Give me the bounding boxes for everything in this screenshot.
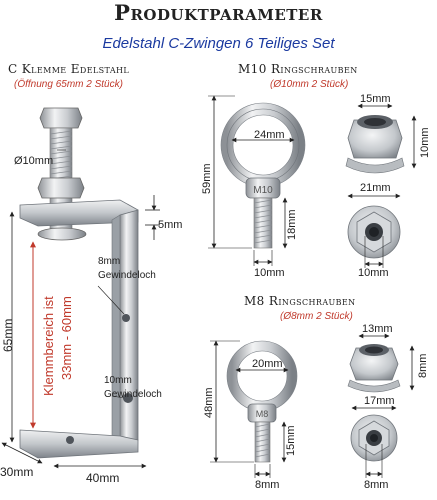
m8-nut-side-dimensions — [358, 333, 415, 391]
clamp-width: 40mm — [86, 471, 120, 485]
m10-nut-flange: 21mm — [360, 182, 391, 194]
m8-nut-top-width: 13mm — [362, 323, 393, 335]
clamp-hole-top-label: 8mm Gewindeloch — [98, 256, 156, 281]
m8-nut-height: 8mm — [417, 353, 429, 378]
m10-eye-bolt: M10 — [220, 102, 306, 249]
m10-thread-diameter: 10mm — [254, 267, 285, 279]
clamp-note: (Öffnung 65mm 2 Stück) — [14, 79, 123, 90]
c-clamp-illustration — [19, 107, 139, 459]
lock-nut — [37, 177, 85, 199]
m10-nut-top-width: 15mm — [360, 93, 391, 105]
hole-10mm — [123, 393, 133, 403]
m8-nut-flange: 17mm — [364, 395, 395, 407]
m10-nut-flange-dimensions — [347, 193, 401, 268]
m8-mark: M8 — [256, 409, 269, 419]
m10-nut-bore: 10mm — [358, 267, 389, 279]
m8-nut-flange — [350, 414, 398, 462]
hole-8mm — [122, 314, 130, 322]
clamp-height: 65mm — [1, 318, 15, 352]
m8-nut-flange-dimensions — [351, 405, 397, 478]
m10-mark: M10 — [253, 185, 273, 196]
m10-thread-length: 18mm — [286, 209, 298, 240]
clamp-depth: 30mm — [0, 465, 34, 479]
clamp-range-label: Klemmbereich ist — [41, 296, 56, 396]
m10-nut-height: 10mm — [419, 127, 431, 158]
m8-dimensions — [210, 340, 289, 478]
m8-thread-length: 15mm — [285, 425, 297, 456]
m8-ring-width: 20mm — [252, 358, 283, 370]
m10-note: (Ø10mm 2 Stück) — [270, 79, 349, 90]
clamp-bolt-diameter: Ø10mm — [14, 155, 54, 167]
page-subtitle: Edelstahl C-Zwingen 6 Teiliges Set — [102, 35, 335, 52]
page-title: Produktparameter — [114, 0, 323, 25]
m10-nut-side-dimensions — [357, 103, 417, 169]
m10-nut-side — [345, 115, 405, 174]
m8-thread-diameter: 8mm — [255, 479, 280, 491]
m8-note: (Ø8mm 2 Stück) — [280, 311, 353, 322]
m8-total-height: 48mm — [203, 387, 215, 418]
clamp-hole-bottom-label: 10mm Gewindeloch — [104, 375, 162, 400]
bolt-head — [39, 107, 83, 129]
swivel-pad — [37, 227, 87, 241]
m10-dimensions — [208, 95, 295, 266]
m8-heading: M8 Ringschrauben — [244, 294, 356, 308]
clamp-dim-top: 5mm — [158, 219, 183, 231]
clamp-dimensions — [1, 149, 160, 469]
m10-heading: M10 Ringschrauben — [238, 62, 358, 76]
clamp-back — [119, 209, 139, 449]
m8-eye-bolt: M8 — [226, 340, 298, 463]
clamp-range-value: 33mm - 60mm — [59, 296, 74, 380]
m10-total-height: 59mm — [201, 163, 213, 194]
m8-nut-side — [347, 344, 401, 393]
m8-nut-bore: 8mm — [364, 479, 389, 491]
clamp-heading: C Klemme Edelstahl — [8, 62, 130, 76]
m10-nut-flange — [347, 205, 401, 259]
m10-ring-width: 24mm — [254, 129, 285, 141]
